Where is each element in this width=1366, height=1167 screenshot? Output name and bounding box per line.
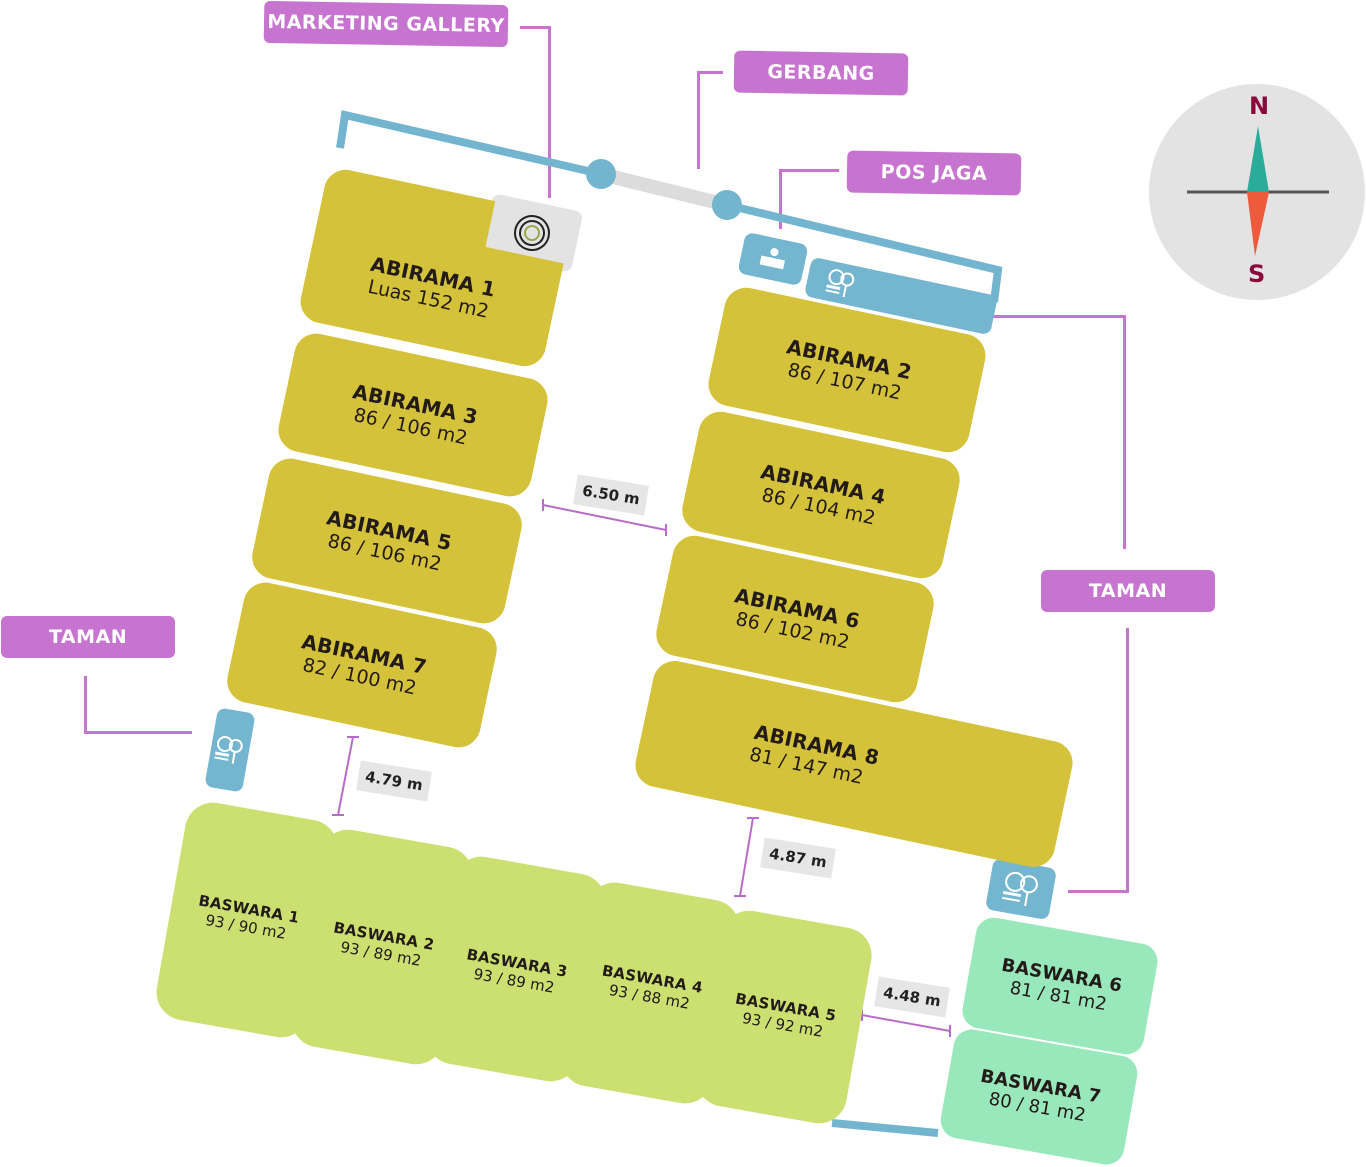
taman-right-leader-bot-v [1126,628,1129,892]
boundary-bottom [831,1119,939,1137]
park-bench-tree-icon [825,269,855,298]
boundary-right [726,201,1003,303]
compass-needle-icon [1187,126,1329,256]
gerbang-leader-h [697,71,723,74]
marketing-gallery-leader [520,26,551,29]
boundary-left [336,110,602,178]
taman-left-leader-h [84,731,192,734]
gerbang-leader-v [697,71,700,169]
gate-opening [599,167,729,212]
compass: N S [1149,84,1365,300]
taman-right-leader-top-v [1123,315,1126,549]
taman-right-park[interactable] [984,857,1058,921]
taman-left-park[interactable] [204,707,256,793]
taman-right-leader-top-h [993,315,1126,318]
guard-post-icon [759,248,785,270]
taman-right-label[interactable]: TAMAN [1041,570,1215,612]
marketing-gallery-leader-v [548,26,551,198]
pos-jaga-leader-v [779,169,782,229]
pos-jaga-leader-h [779,169,839,172]
marketing-gallery-logo-icon [514,215,550,252]
gate-post-right [712,190,742,220]
dim-line-4-79 [332,736,359,816]
dim-line-6-50 [542,499,667,536]
dim-line-4-87 [734,817,759,897]
taman-left-leader-v [84,676,87,734]
compass-south: S [1248,260,1266,288]
compass-north: N [1249,92,1270,120]
park-bench-tree-icon [1002,871,1038,907]
taman-left-label[interactable]: TAMAN [1,616,175,658]
taman-right-leader-bot-h [1068,890,1129,893]
gate-post-left [586,159,616,189]
taman-top-strip[interactable] [803,256,999,336]
park-bench-tree-icon [214,736,243,764]
pos-jaga-building[interactable] [737,231,809,287]
marketing-gallery-building[interactable] [480,193,584,273]
